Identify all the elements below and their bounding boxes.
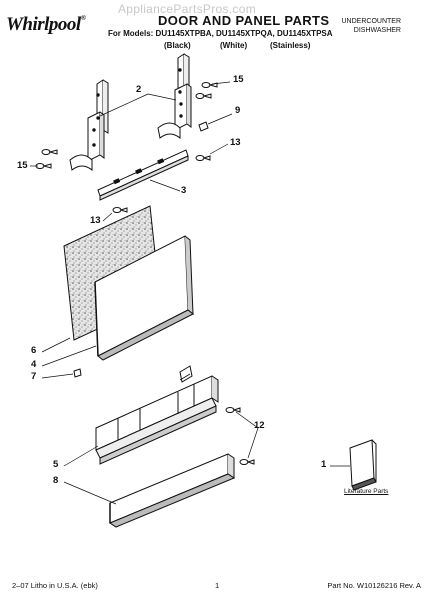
leader-13-upper bbox=[209, 143, 229, 155]
callout-9: 9 bbox=[235, 105, 241, 116]
left-mounting-bracket bbox=[69, 79, 109, 172]
callout-4: 4 bbox=[31, 359, 37, 370]
leader-12 bbox=[235, 411, 259, 459]
leader-3 bbox=[149, 179, 181, 192]
color-stainless: (Stainless) bbox=[270, 41, 311, 50]
literature-parts-label: Literature Parts bbox=[344, 488, 389, 495]
callout-8: 8 bbox=[53, 475, 59, 486]
category-line-1: UNDERCOUNTER bbox=[341, 18, 402, 25]
screw-group-lower bbox=[225, 407, 255, 465]
right-mounting-bracket bbox=[157, 53, 192, 140]
callout-7: 7 bbox=[31, 371, 37, 382]
leader-6 bbox=[41, 337, 71, 353]
callout-15-left: 15 bbox=[17, 160, 28, 171]
leader-4 bbox=[41, 345, 97, 367]
callout-12: 12 bbox=[254, 420, 265, 431]
whirlpool-logo: Whirlpool® bbox=[6, 14, 86, 35]
footer-page-number: 1 bbox=[215, 581, 220, 590]
callout-3: 3 bbox=[181, 185, 187, 196]
model-list: For Models: DU1145XTPBA, DU1145XTPQA, DU… bbox=[108, 29, 333, 38]
watermark: AppliancePartsPros.com bbox=[118, 2, 256, 16]
callout-6: 6 bbox=[31, 345, 37, 356]
door-rail bbox=[97, 149, 189, 201]
category-line-2: DISHWASHER bbox=[353, 27, 401, 34]
footer-litho: 2–07 Litho in U.S.A. (ebk) bbox=[12, 581, 98, 590]
literature-booklet bbox=[349, 439, 377, 491]
callout-13-upper: 13 bbox=[230, 137, 241, 148]
callout-1: 1 bbox=[321, 459, 327, 470]
toe-panel bbox=[95, 365, 219, 465]
callout-15-top-right: 15 bbox=[233, 74, 244, 85]
leader-13-lower bbox=[102, 212, 113, 222]
screw-group-left bbox=[35, 149, 58, 169]
leader-2 bbox=[99, 93, 177, 117]
screw-left bbox=[112, 207, 128, 213]
screw-group-upper-right bbox=[195, 82, 218, 99]
clip-part bbox=[198, 121, 209, 132]
callout-5: 5 bbox=[53, 459, 59, 470]
footer-part-number: Part No. W10126216 Rev. A bbox=[327, 581, 421, 590]
leader-7 bbox=[41, 373, 74, 379]
small-clip bbox=[73, 368, 82, 378]
leader-9 bbox=[207, 113, 233, 125]
kick-plate bbox=[108, 453, 236, 528]
page-title: DOOR AND PANEL PARTS bbox=[158, 13, 330, 28]
callout-13-lower: 13 bbox=[90, 215, 101, 226]
door-panel bbox=[94, 235, 194, 361]
color-black: (Black) bbox=[164, 41, 191, 50]
leader-5 bbox=[63, 445, 99, 467]
color-white: (White) bbox=[220, 41, 248, 50]
screw-upper-right bbox=[195, 155, 211, 161]
leader-15-top-right bbox=[211, 81, 231, 85]
leader-8 bbox=[63, 481, 117, 505]
callout-2: 2 bbox=[136, 84, 142, 95]
